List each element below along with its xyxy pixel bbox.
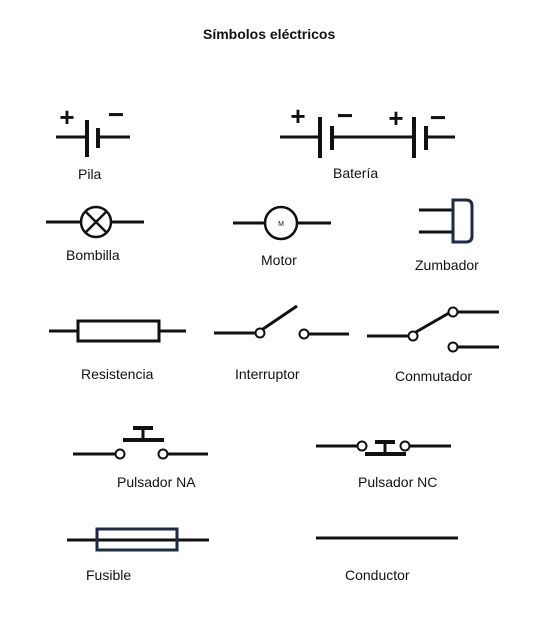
conmutador-symbol xyxy=(367,306,499,353)
bombilla-symbol xyxy=(46,205,144,239)
motor-label: Motor xyxy=(261,252,297,268)
pulsador-na-symbol xyxy=(73,426,208,460)
pulsador-nc-symbol xyxy=(316,440,451,456)
zumbador-symbol xyxy=(419,198,474,244)
motor-letter: M xyxy=(278,221,284,228)
fusible-symbol xyxy=(67,527,209,552)
page-title: Símbolos eléctricos xyxy=(203,26,336,42)
bateria-symbol xyxy=(280,117,455,158)
pulsador-nc-label: Pulsador NC xyxy=(358,474,438,490)
bateria-minus-sign-1: − xyxy=(337,100,353,131)
bateria-minus-sign-2: − xyxy=(430,102,446,133)
conductor-label: Conductor xyxy=(345,567,410,583)
pila-minus-sign: − xyxy=(108,99,124,130)
bombilla-label: Bombilla xyxy=(66,247,120,263)
pila-symbol xyxy=(56,120,130,157)
motor-symbol xyxy=(233,205,331,241)
fusible-label: Fusible xyxy=(86,567,132,583)
pila-plus-sign: + xyxy=(59,102,74,132)
zumbador-label: Zumbador xyxy=(415,257,479,273)
bateria-plus-sign-1: + xyxy=(290,101,305,131)
interruptor-label: Interruptor xyxy=(235,366,300,382)
pila-label: Pila xyxy=(78,166,102,182)
resistencia-symbol xyxy=(49,319,186,343)
pulsador-na-label: Pulsador NA xyxy=(117,474,196,490)
resistencia-label: Resistencia xyxy=(81,366,154,382)
bateria-plus-sign-2: + xyxy=(388,103,403,133)
bateria-label: Batería xyxy=(333,165,379,181)
interruptor-symbol xyxy=(214,304,349,340)
conmutador-label: Conmutador xyxy=(395,368,473,384)
